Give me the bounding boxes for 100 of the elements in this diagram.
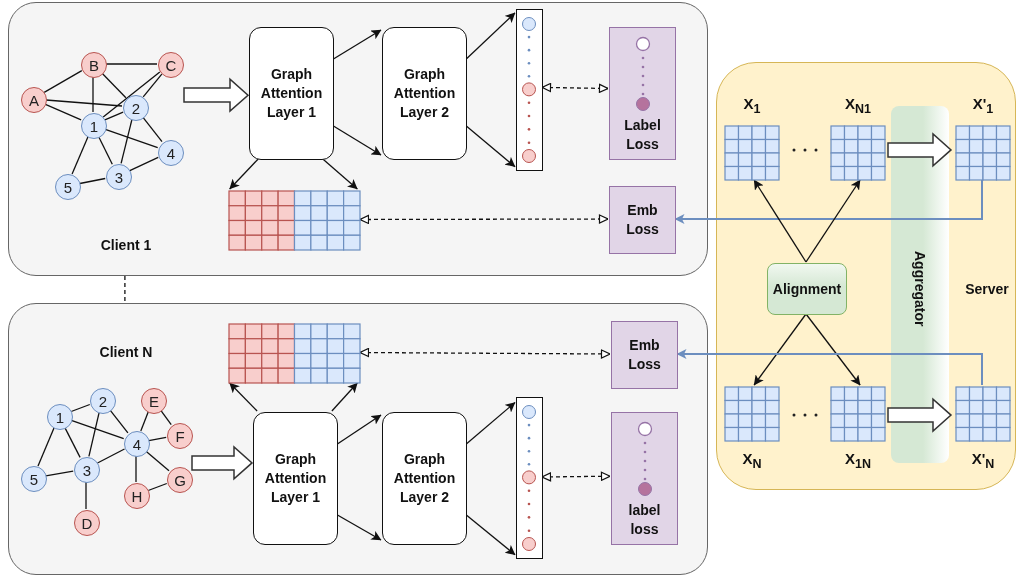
server-panel [716,62,1016,490]
embedding-matrix [228,190,361,251]
connector-line [145,450,170,472]
connector-line [45,99,123,107]
layer-box: Graph Attention Layer 2 [382,27,467,160]
panel-title: Server [965,281,1009,297]
graph-node: 5 [55,174,81,200]
loss-label: Label Loss [623,116,662,154]
arrow [332,125,382,156]
graph-node: 2 [90,388,116,414]
loss-box [611,412,678,545]
connector-line [105,63,158,65]
loss-box [609,186,676,254]
connector-line [148,436,167,442]
connector-line [43,69,83,94]
loss-box [609,27,676,160]
arrow [676,349,983,386]
graph-node: E [141,388,167,414]
connector-line [101,72,127,99]
graph-node: A [21,87,47,113]
connector-line [70,403,91,413]
connector-line [147,482,168,492]
layer-box: Graph Attention Layer 2 [382,412,467,545]
graph-node: 1 [47,404,73,430]
arrow [465,125,516,168]
arrow [753,313,807,386]
graph-node: 5 [21,466,47,492]
connector-line [160,409,172,426]
dashed-arrow [541,471,611,482]
connector-line [120,118,133,165]
connector-line [45,470,74,477]
connector-line [79,177,106,185]
connector-line [140,411,149,432]
arrow [336,414,382,445]
arrow [332,29,382,60]
graph-node: H [124,483,150,509]
panel-title: Client N [99,344,153,360]
graph-node: F [167,423,193,449]
output-vector [516,397,543,559]
block-arrow [191,445,254,481]
connector-line [96,448,126,464]
connector-line [104,128,159,149]
graph-node: C [158,52,184,78]
matrix-label: X$_{1}$ [743,95,761,117]
arrow [229,158,259,190]
aggregator-label: Aggregator [906,229,934,349]
dashed-arrow [359,347,611,359]
output-vector [516,9,543,171]
graph-node: 4 [158,140,184,166]
client-panel [8,303,708,575]
matrix-label: X$_{1N}$ [845,450,871,472]
layer-box: Graph Attention Layer 1 [249,27,334,160]
connector-line [109,409,129,434]
connector-line [98,136,113,165]
graph-node: 3 [74,457,100,483]
graph-node: D [74,510,100,536]
matrix-label: X$_{N1}$ [845,95,871,117]
block-arrow [183,77,250,113]
arrow [805,313,861,386]
loss-label: Emb Loss [627,336,662,374]
connector-line [129,156,159,172]
connector-line [104,111,124,121]
arrow [674,179,983,224]
connector-line [142,73,163,98]
graph-node: 4 [124,431,150,457]
arrow [805,179,861,263]
dotted-line [124,275,126,304]
matrix-label: X'$_{N}$ [971,450,995,472]
connector-line [135,455,137,483]
arrow [465,514,516,556]
graph-node: 3 [106,164,132,190]
connector-line [92,76,94,113]
graph-node: G [167,467,193,493]
graph-node: 2 [123,95,149,121]
graph-node: B [81,52,107,78]
alignment-box: Alignment [767,263,847,315]
dashed-arrow [359,214,609,225]
embedding-matrix [228,323,361,384]
arrow [465,12,516,60]
connector-line [44,103,82,121]
arrow [336,514,382,541]
arrow [465,401,516,445]
connector-line [64,426,81,459]
arrow [229,382,258,412]
connector-line [142,116,163,143]
connector-line [71,136,89,175]
layer-box: Graph Attention Layer 1 [253,412,338,545]
block-arrow [887,132,953,168]
connector-line [85,481,87,510]
matrix-label: X'$_{1}$ [972,95,994,117]
matrix-label: X$_{N}$ [742,450,762,472]
arrow [322,158,358,190]
graph-node: 1 [81,113,107,139]
loss-label: Emb Loss [625,201,660,239]
panel-title: Client 1 [100,237,152,253]
block-arrow [887,397,953,433]
loss-box [611,321,678,389]
dashed-arrow [541,82,609,93]
arrow [331,382,358,412]
arrow [753,179,807,263]
